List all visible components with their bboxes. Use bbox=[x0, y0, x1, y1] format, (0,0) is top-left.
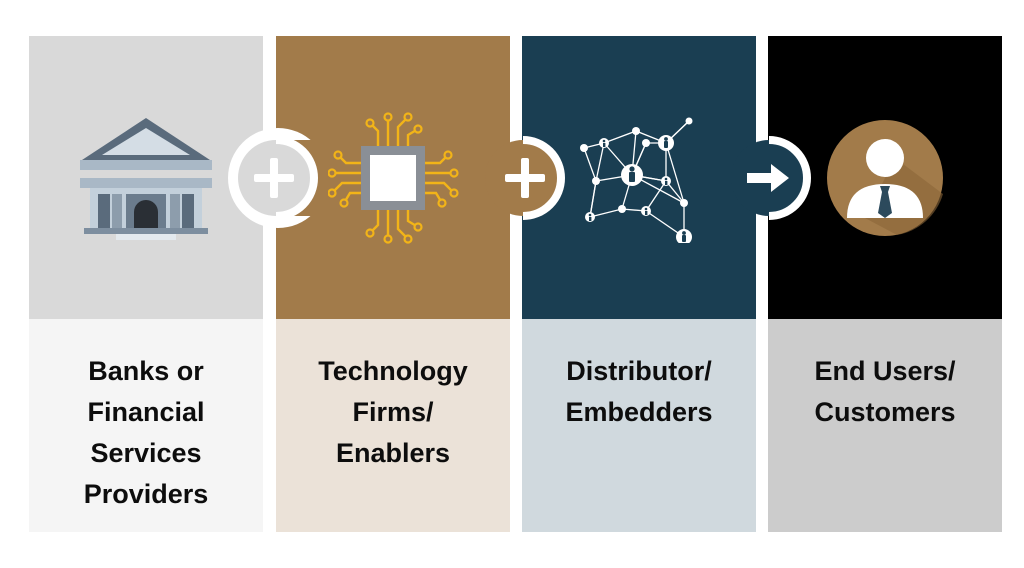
plus-icon bbox=[254, 158, 294, 198]
stage-banks-label-panel: Banks or Financial Services Providers bbox=[29, 319, 263, 532]
stage-banks-icon-panel bbox=[29, 36, 263, 319]
plus-icon bbox=[505, 158, 545, 198]
stage-distributor-label-panel: Distributor/ Embedders bbox=[522, 319, 756, 532]
network-icon bbox=[580, 117, 693, 243]
stage-tech-label-panel: Technology Firms/ Enablers bbox=[276, 319, 510, 532]
stage-tech-label: Technology Firms/ Enablers bbox=[318, 356, 468, 468]
stage-banks: Banks or Financial Services Providers bbox=[29, 36, 263, 532]
bank-icon bbox=[80, 117, 212, 240]
stage-end-users-label: End Users/ Customers bbox=[814, 356, 956, 427]
arrow-right-icon bbox=[747, 164, 789, 192]
connector-arrow bbox=[721, 128, 821, 228]
stage-distributor-label: Distributor/ Embedders bbox=[565, 356, 713, 427]
stage-banks-label: Banks or Financial Services Providers bbox=[83, 356, 209, 509]
stage-distributor: Distributor/ Embedders bbox=[522, 36, 756, 532]
chip-icon bbox=[327, 111, 459, 244]
stage-end-users-label-panel: End Users/ Customers bbox=[768, 319, 1002, 532]
stage-tech: Technology Firms/ Enablers bbox=[276, 36, 510, 532]
connector-plus-2 bbox=[475, 128, 575, 228]
connector-plus-1 bbox=[228, 128, 328, 228]
user-avatar-icon bbox=[827, 119, 943, 236]
stage-end-users: End Users/ Customers bbox=[768, 36, 1002, 532]
